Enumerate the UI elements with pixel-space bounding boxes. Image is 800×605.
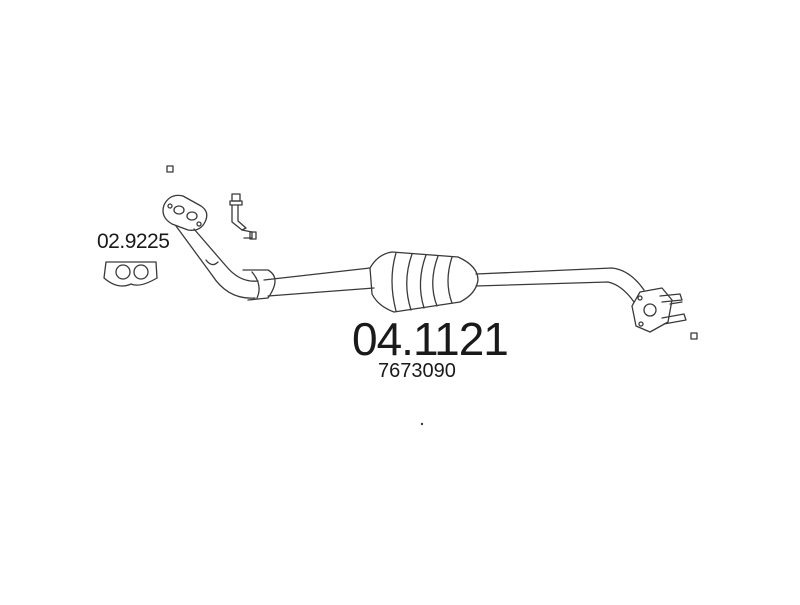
square-marker-icon [690,332,698,340]
gasket-part-number: 02.9225 [97,230,170,253]
gasket-icon [103,261,158,287]
catalytic-converter [369,251,479,313]
middle-pipe [263,267,375,297]
main-part-number: 04.1121 [352,313,509,365]
rear-pipe [475,267,645,303]
down-pipe [175,225,276,301]
dot-mark [420,422,424,426]
front-flange [162,194,208,231]
square-marker-icon [166,165,174,173]
rear-flange [631,287,687,333]
oem-number: 7673090 [378,360,456,382]
lambda-sensor-icon [229,193,257,240]
